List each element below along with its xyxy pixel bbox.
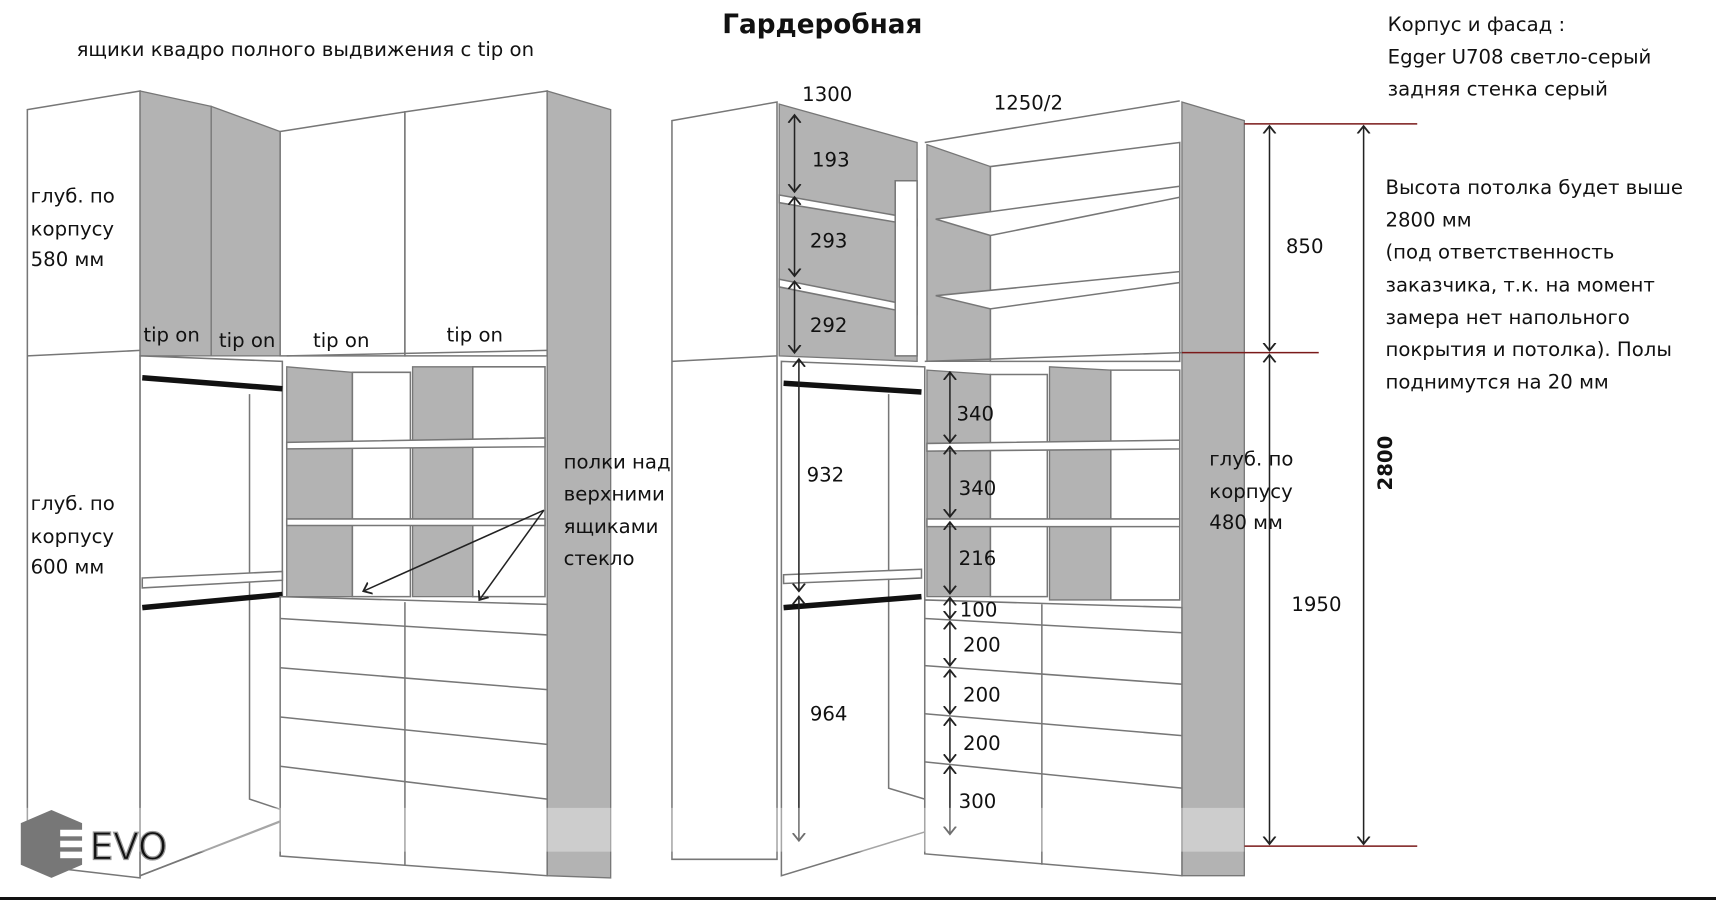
pointer-arrow bbox=[363, 509, 545, 591]
right-depth-label-line-3: 480 мм bbox=[1209, 511, 1283, 534]
ceiling-note-line: Высота потолка будет выше bbox=[1385, 176, 1682, 199]
width-dimension-right: 1250/2 bbox=[994, 92, 1063, 115]
tip-on-label: tip on bbox=[219, 329, 275, 352]
ceiling-note-line: 2800 мм bbox=[1385, 209, 1471, 232]
bottom-border bbox=[0, 897, 1716, 900]
upper-depth-label-line-1: глуб. по bbox=[31, 185, 115, 208]
right-cabinet bbox=[671, 100, 1245, 877]
ceiling-note-line: поднимутся на 20 мм bbox=[1385, 371, 1608, 394]
glass-shelf-note-line-2: верхними bbox=[564, 482, 665, 505]
dimension-label: 193 bbox=[812, 149, 850, 172]
tip-on-label: tip on bbox=[447, 324, 503, 347]
dimension-label: 200 bbox=[963, 732, 1001, 755]
material-note-line-2: Egger U708 светло-серый bbox=[1388, 46, 1652, 69]
drawing-title: Гардеробная bbox=[722, 10, 922, 40]
dimension-label: 300 bbox=[959, 790, 997, 813]
right-depth-label-line-1: глуб. по bbox=[1209, 447, 1293, 470]
dimension-label: 964 bbox=[810, 702, 848, 725]
dimension-label: 216 bbox=[959, 547, 997, 570]
dimension-label: 340 bbox=[959, 477, 997, 500]
dimension-label: 292 bbox=[810, 314, 848, 337]
upper-depth-label-line-3: 580 мм bbox=[31, 248, 105, 271]
ceiling-note-line: замера нет напольного bbox=[1385, 306, 1629, 329]
dimension-label: 293 bbox=[810, 230, 848, 253]
watermark-band bbox=[0, 807, 1245, 852]
upper-depth-label-line-2: корпусу bbox=[31, 218, 115, 241]
total-height-label: 2800 bbox=[1374, 436, 1397, 491]
dimension-label: 100 bbox=[960, 598, 998, 621]
dimension-label: 200 bbox=[963, 633, 1001, 656]
drawer-note: ящики квадро полного выдвижения с tip on bbox=[77, 38, 535, 61]
left-column-dimension-arrows bbox=[795, 115, 799, 841]
dimension-label: 340 bbox=[956, 402, 994, 425]
glass-shelf-note-line-4: стекло bbox=[564, 547, 635, 570]
glass-shelf-note-line-3: ящиками bbox=[564, 515, 659, 538]
logo-text: EVO bbox=[90, 824, 168, 868]
material-note-line-3: задняя стенка серый bbox=[1388, 77, 1608, 100]
tip-on-label: tip on bbox=[313, 329, 369, 352]
ceiling-note-line: заказчика, т.к. на момент bbox=[1385, 273, 1654, 296]
glass-shelf-note-line-1: полки над bbox=[564, 451, 671, 474]
dimension-label: 932 bbox=[807, 464, 845, 487]
ceiling-note-line: (под ответственность bbox=[1385, 240, 1614, 263]
material-note-line-1: Корпус и фасад : bbox=[1388, 13, 1565, 36]
evo-logo: EVO bbox=[20, 810, 168, 878]
dimension-label: 1950 bbox=[1291, 593, 1341, 616]
dimension-label: 200 bbox=[963, 684, 1001, 707]
lower-depth-label-line-3: 600 мм bbox=[31, 556, 105, 579]
width-dimension-left: 1300 bbox=[802, 83, 852, 106]
pointer-arrow bbox=[479, 509, 545, 600]
right-depth-label-line-2: корпусу bbox=[1209, 480, 1293, 503]
ceiling-note-line: покрытия и потолка). Полы bbox=[1385, 338, 1671, 361]
height-dimension-lines bbox=[1181, 123, 1418, 847]
left-cabinet bbox=[26, 90, 612, 879]
lower-depth-label-line-1: глуб. по bbox=[31, 492, 115, 515]
tip-on-label: tip on bbox=[143, 324, 199, 347]
dimension-label: 850 bbox=[1286, 235, 1324, 258]
lower-depth-label-line-2: корпусу bbox=[31, 525, 115, 548]
